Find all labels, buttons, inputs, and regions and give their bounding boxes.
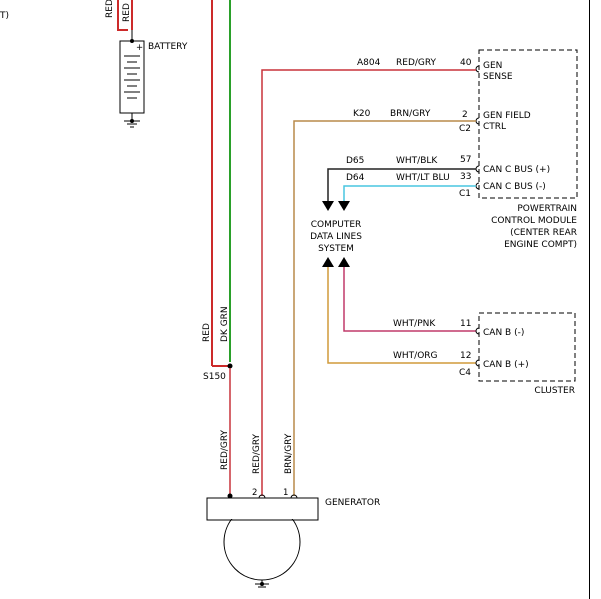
battery-feed-wires: RED RED — [105, 0, 133, 31]
pcm-conn-c1: C1 — [459, 189, 471, 199]
splice-s150-dot — [227, 363, 233, 369]
generator-pin-2: 2 — [252, 488, 257, 498]
cluster-title: CLUSTER — [534, 386, 575, 396]
pcm-title-4: ENGINE COMPT) — [504, 240, 577, 250]
generator: 2 1 GENERATOR — [206, 488, 380, 588]
data-lines-2: DATA LINES — [310, 232, 362, 242]
pcm-title-2: CONTROL MODULE — [491, 216, 577, 226]
battery-plus: + — [136, 43, 143, 53]
data-lines-system: COMPUTER DATA LINES SYSTEM — [310, 220, 362, 267]
battery-label: BATTERY — [148, 42, 188, 52]
gen-redgry-label-1: RED/GRY — [220, 429, 230, 470]
wire-wht-pnk-color: WHT/PNK — [393, 319, 436, 329]
dk-grn-wire-label: DK GRN — [220, 306, 230, 342]
pcm-gen-sense-1: GEN — [483, 61, 502, 71]
pcm-can-c-minus: CAN C BUS (-) — [483, 182, 546, 192]
pcm-title-1: POWERTRAIN — [517, 204, 577, 214]
page-border — [589, 0, 590, 599]
wire-wht-org: WHT/ORG — [327, 267, 476, 364]
pcm-gen-sense-2: SENSE — [483, 72, 513, 82]
cluster-conn-c4: C4 — [459, 368, 471, 378]
arrow-up-wht-org — [322, 257, 334, 267]
wire-k20-circuit: K20 — [353, 109, 371, 119]
cluster-pin-11: 11 — [460, 319, 471, 329]
wire-wht-org-color: WHT/ORG — [393, 351, 438, 361]
data-lines-3: SYSTEM — [318, 244, 354, 254]
wire-d64: D64 WHT/LT BLU — [338, 173, 476, 211]
wire-d64-circuit: D64 — [346, 173, 365, 183]
pcm-title-3: (CENTER REAR — [510, 228, 577, 238]
wire-d65: D65 WHT/BLK — [322, 156, 476, 211]
wire-a804: A804 RED/GRY RED/GRY — [252, 58, 476, 496]
arrow-down-d64 — [338, 201, 350, 211]
wire-d65-circuit: D65 — [346, 156, 364, 166]
pcm-module: 40 2 C2 57 33 C1 GEN SENSE GEN FIELD CTR… — [459, 49, 578, 250]
generator-pin-1: 1 — [283, 488, 288, 498]
cluster-can-b-minus: CAN B (-) — [483, 328, 524, 338]
red-dkgrn-wires: RED DK GRN S150 RED/GRY — [202, 0, 233, 496]
cluster-box — [478, 312, 576, 382]
wire-d65-color: WHT/BLK — [396, 156, 438, 166]
data-lines-1: COMPUTER — [311, 220, 362, 230]
cut-off-text: T) — [0, 11, 9, 21]
pcm-conn-c2: C2 — [459, 124, 471, 134]
cluster-can-b-plus: CAN B (+) — [483, 360, 529, 370]
pcm-pin-40: 40 — [460, 58, 472, 68]
splice-s150-label: S150 — [203, 372, 226, 382]
gen-brngry-label: BRN/GRY — [284, 433, 294, 474]
cluster-pin-12: 12 — [460, 351, 471, 361]
wire-k20: K20 BRN/GRY BRN/GRY — [284, 109, 476, 496]
arrow-up-wht-pnk — [338, 257, 350, 267]
battery-feed-label-2: RED — [122, 3, 132, 22]
red-wire-label: RED — [202, 323, 212, 342]
pcm-can-c-plus: CAN C BUS (+) — [483, 165, 550, 175]
arrow-down-d65 — [322, 201, 334, 211]
pcm-gen-field-2: CTRL — [483, 122, 506, 132]
pcm-pin-2: 2 — [462, 110, 468, 120]
cluster-module: 11 12 C4 CAN B (-) CAN B (+) CLUSTER — [459, 312, 576, 396]
pcm-pin-57: 57 — [460, 155, 471, 165]
wire-a804-color: RED/GRY — [396, 58, 437, 68]
battery-feed-wire-1 — [117, 0, 128, 31]
wire-k20-color: BRN/GRY — [390, 109, 431, 119]
wire-wht-pnk: WHT/PNK — [343, 267, 476, 332]
pcm-gen-field-1: GEN FIELD — [483, 111, 531, 121]
wire-d64-color: WHT/LT BLU — [396, 173, 450, 183]
generator-label: GENERATOR — [325, 498, 380, 508]
pcm-pin-33: 33 — [460, 172, 471, 182]
battery-feed-label-1: RED — [105, 0, 115, 18]
battery: + BATTERY — [119, 30, 188, 128]
gen-redgry-label-2: RED/GRY — [252, 433, 262, 474]
wire-a804-circuit: A804 — [357, 58, 381, 68]
